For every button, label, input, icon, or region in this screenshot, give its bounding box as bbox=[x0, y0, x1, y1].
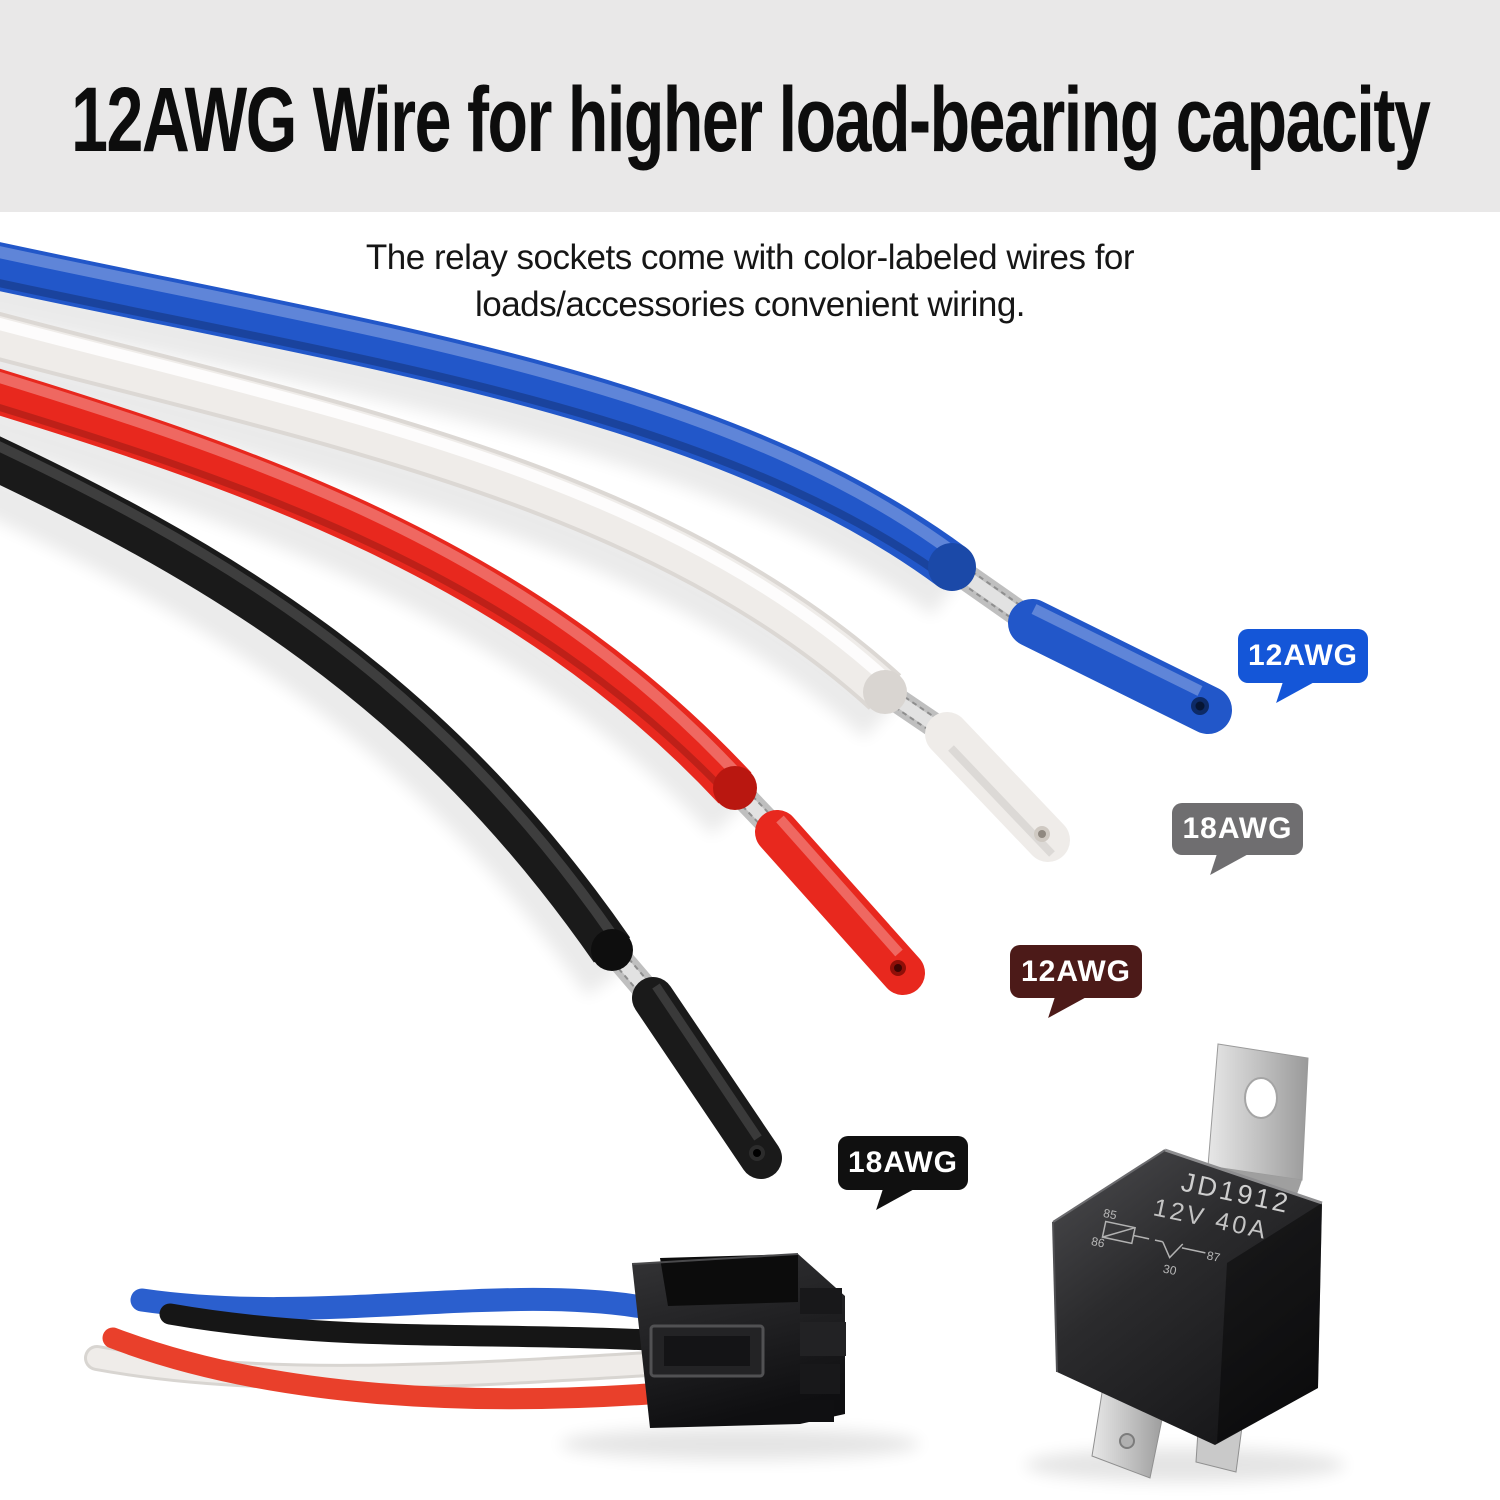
badge-black-18awg: 18AWG bbox=[838, 1136, 968, 1210]
relay-schematic: 85 86 30 87 bbox=[1090, 1206, 1222, 1279]
relay-socket-assembly bbox=[84, 1253, 920, 1460]
badge-gray-18awg: 18AWG bbox=[1172, 803, 1303, 875]
relay-pin-87-label: 87 bbox=[1205, 1248, 1221, 1265]
wire-red bbox=[0, 368, 925, 995]
relay-unit: JD1912 12V 40A 85 86 30 87 bbox=[1025, 1043, 1345, 1482]
socket-wires bbox=[84, 1287, 661, 1410]
header-banner: 12AWG Wire for higher load-bearing capac… bbox=[0, 0, 1500, 212]
badge-gray-label: 18AWG bbox=[1182, 812, 1293, 845]
badge-black-label: 18AWG bbox=[847, 1146, 959, 1179]
badge-maroon-label: 12AWG bbox=[1020, 954, 1132, 988]
wire-white bbox=[0, 311, 1070, 862]
bracket-hole bbox=[1244, 1077, 1278, 1119]
relay-pin-85-label: 85 bbox=[1102, 1206, 1118, 1223]
socket-body bbox=[631, 1253, 846, 1428]
subtitle-line-2: loads/accessories convenient wiring. bbox=[474, 285, 1026, 324]
page-title: 12AWG Wire for higher load-bearing capac… bbox=[70, 68, 1431, 171]
relay-pin-30-label: 30 bbox=[1162, 1262, 1178, 1279]
wire-blue bbox=[0, 242, 1232, 734]
badge-blue-label: 12AWG bbox=[1247, 639, 1359, 672]
wire-black bbox=[0, 436, 782, 1179]
subtitle-line-1: The relay sockets come with color-labele… bbox=[365, 238, 1135, 277]
socket-wire-white bbox=[87, 1348, 658, 1387]
relay-pin-86-label: 86 bbox=[1090, 1234, 1106, 1251]
socket-wire-black bbox=[159, 1303, 659, 1351]
relay-body bbox=[1052, 1148, 1323, 1445]
badge-blue-12awg: 12AWG bbox=[1238, 629, 1368, 703]
subtitle: The relay sockets come with color-labele… bbox=[0, 234, 1500, 328]
badge-maroon-12awg: 12AWG bbox=[1010, 945, 1142, 1018]
wire-shadows bbox=[0, 274, 960, 996]
socket-wire-blue bbox=[130, 1287, 660, 1321]
socket-wire-red bbox=[102, 1327, 659, 1410]
